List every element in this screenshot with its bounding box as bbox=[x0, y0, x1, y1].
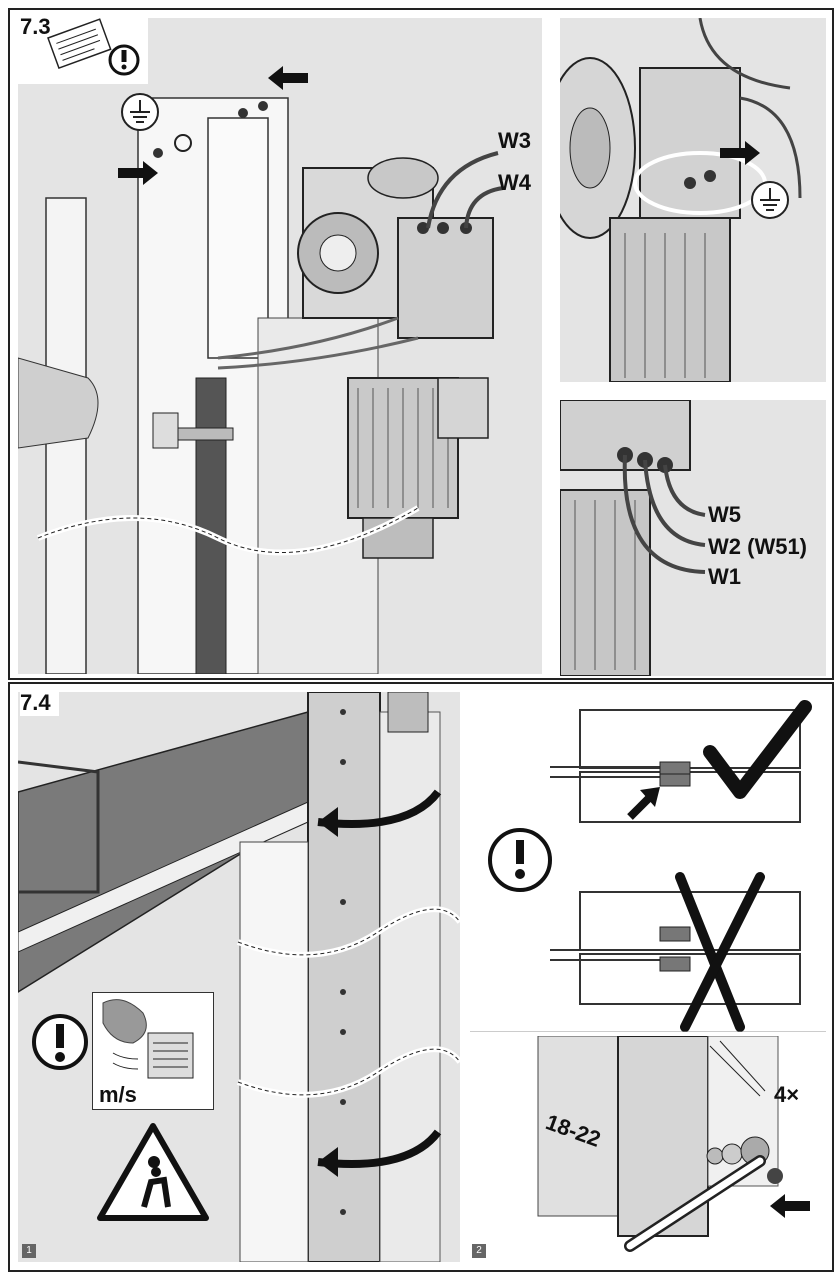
step-number: 7.3 bbox=[20, 14, 51, 39]
exclamation-icon bbox=[30, 1012, 90, 1072]
step-number-7-4: 7.4 bbox=[20, 690, 59, 716]
wind-speed-unit: m/s bbox=[95, 1082, 141, 1108]
cable-label-w3: W3 bbox=[498, 128, 531, 153]
motor-mount-illustration bbox=[18, 18, 542, 674]
cable-label-w4: W4 bbox=[498, 170, 531, 195]
ground-symbol-icon bbox=[120, 92, 160, 132]
sub-step-1: 1 bbox=[22, 1244, 36, 1258]
ground-connection-detail bbox=[560, 18, 826, 382]
sub-step-2: 2 bbox=[472, 1244, 486, 1258]
falling-object-warning-icon bbox=[96, 1122, 210, 1222]
cable-entry-detail bbox=[560, 400, 826, 676]
checkmark-icon bbox=[700, 700, 701, 701]
cable-label-w5: W5 bbox=[708, 502, 741, 527]
cable-label-w2-w51: W2 (W51) bbox=[708, 534, 807, 559]
manual-warning-icon bbox=[18, 18, 148, 84]
bolt-count-label: 4× bbox=[774, 1082, 800, 1107]
bolt-mount-panel bbox=[470, 1036, 826, 1262]
door-frame-illustration bbox=[18, 692, 460, 1262]
bracket-check-panel bbox=[470, 692, 826, 1032]
cable-label-w1: W1 bbox=[708, 564, 741, 589]
